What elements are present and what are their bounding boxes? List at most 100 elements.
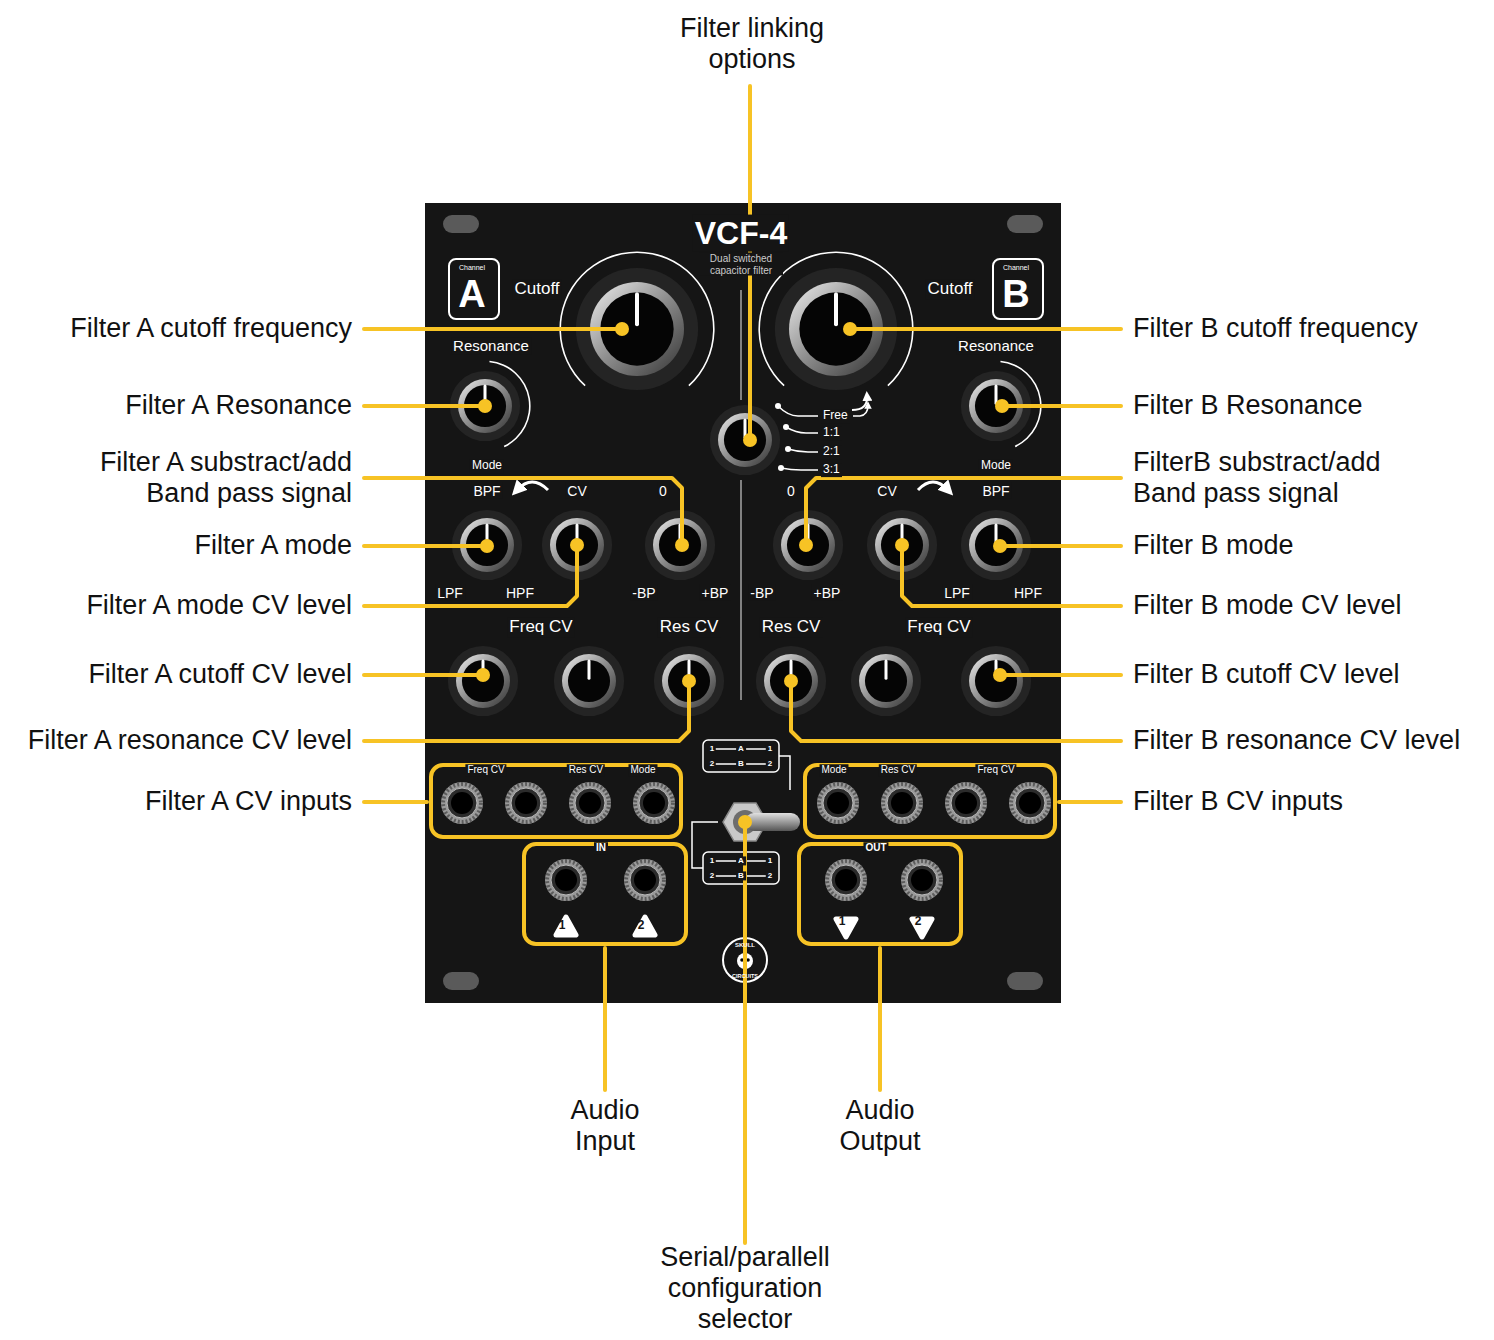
panel-legend: Mode <box>979 459 1013 473</box>
jack-hole <box>955 792 977 814</box>
leader-dot <box>480 539 494 553</box>
jack-nut <box>823 788 853 818</box>
knob-halo <box>554 646 624 716</box>
jack-knurl <box>903 861 941 899</box>
module-subtitle: Dual switched capacitor filter <box>699 253 783 276</box>
link-dot <box>775 403 781 409</box>
jack-label: Freq CV <box>465 764 506 776</box>
panel-legend: 0 <box>657 483 669 499</box>
icon-label: 2 <box>708 871 716 880</box>
cv-input-group: Freq CVRes CVMode <box>429 763 683 839</box>
leader-dot <box>675 538 689 552</box>
leader-dot <box>570 538 584 552</box>
mounting-slot <box>1007 215 1043 233</box>
leader-line <box>850 327 1121 331</box>
jack-knurl <box>947 784 985 822</box>
jack-knurl <box>571 784 609 822</box>
direction-arrow <box>852 396 867 410</box>
jack-nut <box>575 788 605 818</box>
jack-hole <box>643 792 665 814</box>
knob-cap <box>975 660 1017 702</box>
io-heading: OUT <box>863 842 888 854</box>
panel-legend: Res CV <box>760 617 823 637</box>
leader-dot <box>476 668 490 682</box>
jack-knurl <box>635 784 673 822</box>
icon-label: 2 <box>708 759 716 768</box>
jack-label: Res CV <box>879 764 917 776</box>
jack-body <box>881 782 923 824</box>
jack-nut <box>447 788 477 818</box>
jack-hole <box>835 869 857 891</box>
callout-label: Audio Input <box>555 1095 655 1157</box>
jack-knurl <box>1011 784 1049 822</box>
jack-body <box>569 782 611 824</box>
module-title: VCF-4 <box>693 215 789 252</box>
leader-line <box>1000 544 1121 548</box>
selector-wire <box>692 822 718 868</box>
jack <box>545 859 587 901</box>
panel-legend: BPF <box>980 483 1011 499</box>
panel-legend: LPF <box>435 585 465 601</box>
knob-pointer <box>635 294 639 324</box>
knob-pointer <box>834 294 838 324</box>
jack <box>624 859 666 901</box>
knob-halo <box>448 646 518 716</box>
callout-label: Filter linking options <box>657 13 847 75</box>
leader-line <box>791 681 1121 741</box>
icon-label: A <box>736 856 746 865</box>
knob-halo <box>851 646 921 716</box>
io-heading: IN <box>594 842 608 854</box>
panel-legend: LPF <box>942 585 972 601</box>
jack <box>881 782 923 824</box>
link-tick <box>778 406 818 416</box>
knob-pointer <box>995 386 998 403</box>
panel-legend: -BP <box>630 585 657 601</box>
knob-pointer <box>588 661 591 678</box>
selector-wire <box>779 756 790 790</box>
leader-dot <box>993 668 1007 682</box>
panel-legend: Cutoff <box>925 279 974 299</box>
leader-line <box>364 681 689 741</box>
jack-label: Freq CV <box>975 764 1016 776</box>
panel-legend: Free <box>821 409 850 423</box>
jack <box>1009 782 1051 824</box>
jack-hole <box>451 792 473 814</box>
leader-line <box>878 948 882 1090</box>
toggle-lever <box>745 813 800 831</box>
leader-line <box>364 545 577 606</box>
leader-line <box>364 544 487 548</box>
knob-cap <box>462 660 504 702</box>
link-tick <box>786 427 818 433</box>
callout-label: Filter A CV inputs <box>145 786 352 817</box>
jack-nut <box>907 865 937 895</box>
icon-label: B <box>736 871 746 880</box>
panel-legend: Mode <box>470 459 504 473</box>
logo-text: SKULL <box>735 942 755 949</box>
jack-hole <box>555 869 577 891</box>
knob-ring <box>969 654 1023 708</box>
direction-arrow <box>918 482 948 490</box>
jack-hole <box>911 869 933 891</box>
knob <box>710 405 780 475</box>
channel-letter: A <box>458 273 485 317</box>
leader-dot <box>615 322 629 336</box>
knob <box>851 646 921 716</box>
callout-label: Filter B mode CV level <box>1133 590 1402 621</box>
jack-nut <box>1015 788 1045 818</box>
leader-line <box>364 327 622 331</box>
mounting-slot <box>443 215 479 233</box>
jack-number: 2 <box>915 915 922 929</box>
leader-dot <box>895 538 909 552</box>
jack <box>817 782 859 824</box>
knob <box>961 646 1031 716</box>
callout-label: Filter A cutoff CV level <box>88 659 352 690</box>
jack <box>505 782 547 824</box>
panel-legend: 0 <box>785 483 797 499</box>
leader-dot <box>743 433 757 447</box>
knob-ring <box>456 654 510 708</box>
callout-label: Audio Output <box>830 1095 930 1157</box>
leader-line <box>1000 673 1121 677</box>
jack-number: 1 <box>839 915 846 929</box>
callout-label: Filter A mode CV level <box>86 590 352 621</box>
jack-nut <box>630 865 660 895</box>
